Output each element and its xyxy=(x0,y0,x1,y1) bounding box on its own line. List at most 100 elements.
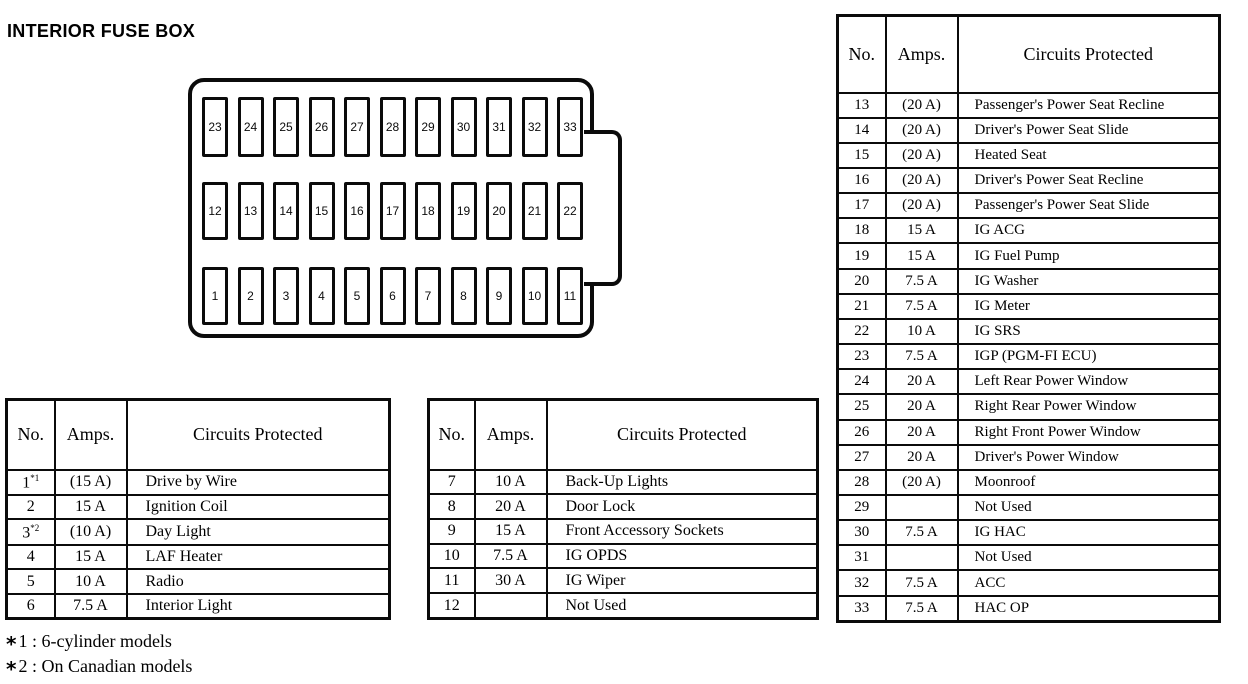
fuse-circuit: Not Used xyxy=(956,544,1221,572)
fuse-circuit: Passenger's Power Seat Recline xyxy=(956,91,1221,119)
fuse-16: 16 xyxy=(344,182,370,240)
fuse-24: 24 xyxy=(237,97,264,157)
col-header-no: No. xyxy=(836,14,887,94)
footnote-1-text: 1 : 6-cylinder models xyxy=(18,631,172,651)
fuse-14: 14 xyxy=(273,182,299,240)
fuse-no: 8 xyxy=(427,493,476,520)
fuse-no: 13 xyxy=(836,91,887,119)
fuse-circuit: IG Fuel Pump xyxy=(956,242,1221,270)
fuse-no: 5 xyxy=(5,568,56,595)
fuse-32: 32 xyxy=(521,97,548,157)
fuse-33: 33 xyxy=(557,97,583,157)
fuse-23: 23 xyxy=(202,97,228,157)
fuse-amps: 7.5 A xyxy=(884,343,959,371)
fuse-table-row-13: 13(20 A)Passenger's Power Seat Recline xyxy=(836,91,1221,119)
fuse-no: 27 xyxy=(836,443,887,471)
fuse-circuit: HAC OP xyxy=(956,594,1221,623)
fuse-no: 10 xyxy=(427,542,476,570)
fuse-circuit: Passenger's Power Seat Slide xyxy=(956,192,1221,220)
asterisk-icon: * xyxy=(6,657,17,681)
fuse-no: 9 xyxy=(427,517,476,545)
footnote-marker: *2 xyxy=(30,522,40,533)
fuse-circuit: Left Rear Power Window xyxy=(956,368,1221,396)
fuse-3: 3 xyxy=(273,267,299,325)
fuse-circuit: IG HAC xyxy=(956,519,1221,547)
fuse-25: 25 xyxy=(273,97,299,157)
fuse-circuit: Moonroof xyxy=(956,468,1221,497)
fuse-amps: 15 A xyxy=(884,217,959,245)
fuse-table-1-6: No. Amps. Circuits Protected 1*1(15 A)Dr… xyxy=(5,398,391,620)
fuse-amps: 20 A xyxy=(884,418,959,446)
fuse-table-row-16: 16(20 A)Driver's Power Seat Recline xyxy=(836,166,1221,195)
fuse-no: 6 xyxy=(5,592,56,620)
fuse-4: 4 xyxy=(308,267,335,325)
fuse-2: 2 xyxy=(237,267,264,325)
fuse-amps: (20 A) xyxy=(884,116,959,144)
footnote-2: *2 : On Canadian models xyxy=(6,655,192,679)
fuse-10: 10 xyxy=(521,267,548,325)
fuse-circuit: LAF Heater xyxy=(125,544,391,571)
fuse-circuit: Door Lock xyxy=(545,493,819,520)
fuse-amps: (20 A) xyxy=(884,166,959,195)
fuse-no: 15 xyxy=(836,141,887,169)
fuse-no: 17 xyxy=(836,192,887,220)
fuse-table-row-15: 15(20 A)Heated Seat xyxy=(836,141,1221,169)
fuse-no: 26 xyxy=(836,418,887,446)
fuse-circuit: Interior Light xyxy=(125,592,391,620)
fuse-circuit: IG OPDS xyxy=(545,542,819,570)
fuse-no: 2 xyxy=(5,494,56,521)
fuse-table-row-17: 17(20 A)Passenger's Power Seat Slide xyxy=(836,192,1221,220)
fuse-circuit: IG ACG xyxy=(956,217,1221,245)
footnote-marker: *1 xyxy=(30,472,40,483)
fuse-amps: 7.5 A xyxy=(884,594,959,623)
fuse-30: 30 xyxy=(450,97,477,157)
fuse-amps xyxy=(473,592,548,620)
fuse-circuit: Heated Seat xyxy=(956,141,1221,169)
fuse-circuit: Right Rear Power Window xyxy=(956,393,1221,421)
col-header-amps: Amps. xyxy=(473,398,548,471)
table-header-row: No. Amps. Circuits Protected xyxy=(836,14,1221,94)
fuse-22: 22 xyxy=(557,182,583,240)
fuse-circuit: Driver's Power Window xyxy=(956,443,1221,471)
col-header-circuits: Circuits Protected xyxy=(545,398,819,471)
fuse-box-connector-notch xyxy=(584,130,622,286)
fuse-no: 20 xyxy=(836,267,887,295)
fuse-no: 7 xyxy=(427,468,476,496)
fuse-circuit: Back-Up Lights xyxy=(545,468,819,496)
fuse-amps: 20 A xyxy=(884,393,959,421)
fuse-20: 20 xyxy=(486,182,512,240)
fuse-no: 28 xyxy=(836,468,887,497)
col-header-no: No. xyxy=(427,398,476,471)
fuse-no: 31 xyxy=(836,544,887,572)
fuse-8: 8 xyxy=(450,267,477,325)
fuse-19: 19 xyxy=(450,182,477,240)
fuse-circuit: Radio xyxy=(125,568,391,595)
fuse-table-row-14: 14(20 A)Driver's Power Seat Slide xyxy=(836,116,1221,144)
fuse-12: 12 xyxy=(202,182,228,240)
fuse-no: 14 xyxy=(836,116,887,144)
fuse-no: 22 xyxy=(836,317,887,346)
fuse-amps: (20 A) xyxy=(884,468,959,497)
fuse-amps: 10 A xyxy=(53,568,128,595)
fuse-amps: (20 A) xyxy=(884,192,959,220)
col-header-circuits: Circuits Protected xyxy=(125,398,391,471)
fuse-circuit: ACC xyxy=(956,569,1221,597)
fuse-no: 12 xyxy=(427,592,476,620)
fuse-no: 3*2 xyxy=(5,518,56,547)
